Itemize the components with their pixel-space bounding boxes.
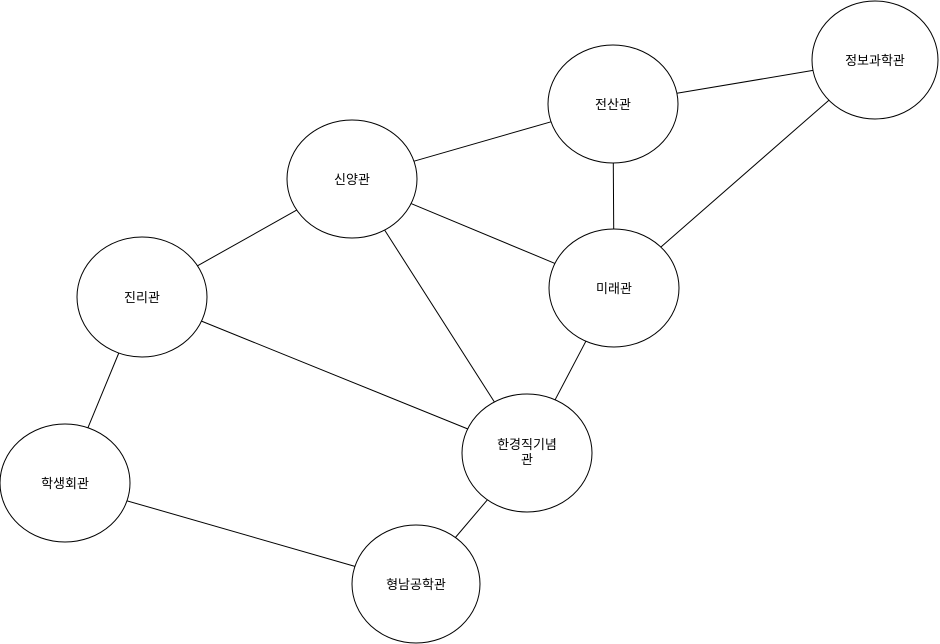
edge-jinri-haksaeng <box>87 352 120 428</box>
node-hyeongnam: 형남공학관 <box>351 524 481 644</box>
node-sinyang: 신양관 <box>286 119 418 239</box>
node-circle-haksaeng <box>0 423 131 543</box>
edge-jinri-hangyeong <box>201 320 468 430</box>
node-circle-jinri <box>76 236 208 358</box>
node-jeongbo: 정보과학관 <box>811 0 939 120</box>
edge-mirae-hangyeong <box>554 340 587 401</box>
node-label-sinyang: 신양관 <box>334 173 370 188</box>
node-circle-hyeongnam <box>351 524 481 644</box>
edge-jinri-sinyang <box>197 209 297 267</box>
node-label-haksaeng: 학생회관 <box>41 477 89 492</box>
node-label-mirae: 미래관 <box>596 282 632 297</box>
node-circle-mirae <box>548 228 680 348</box>
node-circle-jeongbo <box>811 0 939 120</box>
edge-mirae-jeongbo <box>660 99 830 248</box>
node-label-jeonsan: 전산관 <box>595 98 631 113</box>
node-circle-sinyang <box>286 119 418 239</box>
node-circle-hangyeong <box>461 393 593 513</box>
node-jeonsan: 전산관 <box>547 44 679 164</box>
node-label-jeongbo: 정보과학관 <box>845 54 905 69</box>
node-mirae: 미래관 <box>548 228 680 348</box>
edge-sinyang-hangyeong <box>384 229 495 403</box>
edge-haksaeng-hyeongnam <box>126 500 356 567</box>
edge-sinyang-mirae <box>410 203 556 264</box>
node-haksaeng: 학생회관 <box>0 423 131 543</box>
edge-jeonsan-jeongbo <box>676 69 814 94</box>
node-circle-jeonsan <box>547 44 679 164</box>
edges-layer <box>87 69 830 567</box>
node-label-jinri: 진리관 <box>124 291 160 306</box>
edge-hangyeong-hyeongnam <box>455 499 488 538</box>
node-jinri: 진리관 <box>76 236 208 358</box>
edge-sinyang-jeonsan <box>413 121 552 162</box>
node-label-hyeongnam: 형남공학관 <box>386 578 446 593</box>
